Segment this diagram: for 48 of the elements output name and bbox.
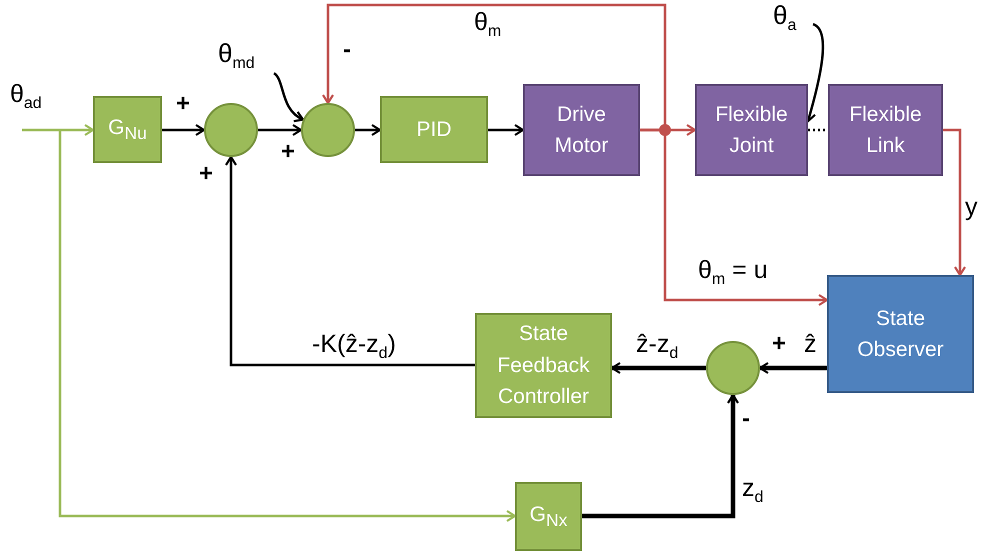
connector-arrow (273, 72, 304, 122)
process-box (523, 84, 640, 176)
connector-arrow (758, 362, 827, 374)
sign-label: + (281, 138, 296, 166)
summing-junction (204, 103, 258, 157)
connector-arrow (488, 124, 524, 136)
sign-label: - (343, 36, 351, 64)
sign-label: + (199, 160, 214, 188)
edge-label: ẑ-z$_{d}$ (636, 330, 678, 363)
process-box (93, 96, 162, 163)
block-label: Flexible Joint (714, 102, 789, 159)
edge-label: θ$_{m}$ (474, 8, 502, 41)
edge-label: -K(ẑ-z$_{d}$) (312, 330, 396, 363)
process-box (515, 482, 582, 551)
signal-arrow (58, 130, 516, 522)
sign-label: + (772, 330, 786, 358)
signal-label: θ$_{md}$ (218, 38, 255, 74)
connector-arrow (640, 128, 828, 306)
block-label: Drive Motor (554, 102, 610, 159)
block-label: G$_{Nu}$ (108, 115, 147, 146)
block-label: State Observer (856, 306, 945, 363)
connector-arrow (610, 362, 706, 374)
process-box (695, 84, 808, 176)
signal-arrow (22, 124, 94, 136)
sign-label: + (176, 90, 190, 118)
block-label: PID (416, 116, 452, 143)
edge-label: θ$_{ad}$ (10, 80, 42, 113)
connector-arrow (258, 124, 302, 136)
connector-arrow (162, 124, 206, 136)
summing-junction (301, 103, 355, 157)
process-box (475, 313, 612, 418)
block-label: G$_{Nx}$ (530, 502, 568, 532)
summing-junction (706, 341, 760, 395)
process-box (828, 84, 943, 176)
process-box (380, 96, 488, 163)
edge-label: θ$_{m}$ = u (698, 256, 768, 289)
process-box (827, 275, 974, 393)
signal-label: θ$_{a}$ (773, 0, 796, 36)
connector-arrow (582, 394, 740, 518)
connector-arrow (355, 124, 382, 136)
sign-label: - (742, 405, 750, 433)
connector-arrow (943, 128, 966, 276)
edge-label: z$_{d}$ (742, 474, 764, 507)
block-label: State Feedback Controller (496, 321, 591, 410)
connector-arrow (224, 156, 475, 366)
block-label: Flexible Link (848, 102, 923, 159)
edge-label: ẑ (804, 330, 816, 359)
edge-label: y (965, 193, 978, 222)
